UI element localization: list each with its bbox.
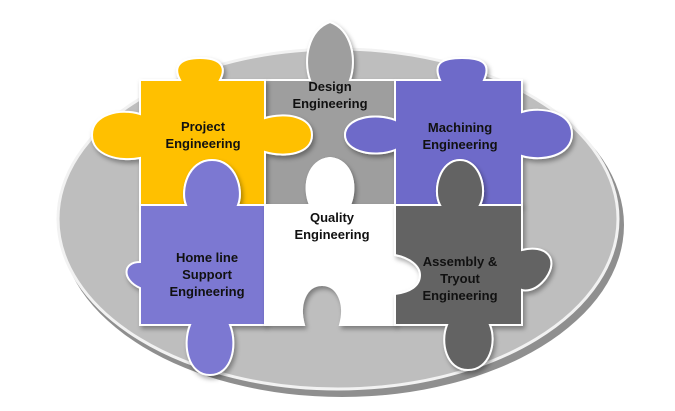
label-design-line-2: Engineering [292,96,367,111]
piece-assembly [394,158,553,372]
label-project-line-1: Project [181,119,226,134]
label-assembly-line-1: Assembly & [423,254,497,269]
label-machining-line-1: Machining [428,120,492,135]
piece-homeline [125,158,266,377]
label-homeline-line-3: Engineering [169,284,244,299]
label-assembly-line-3: Engineering [422,288,497,303]
label-quality-line-1: Quality [310,210,355,225]
label-project-line-2: Engineering [165,136,240,151]
label-assembly-line-2: Tryout [440,271,480,286]
label-design-line-1: Design [308,79,351,94]
label-homeline-line-1: Home line [176,250,238,265]
label-homeline-line-2: Support [182,267,232,282]
label-quality-line-2: Engineering [294,227,369,242]
label-machining-line-2: Engineering [422,137,497,152]
